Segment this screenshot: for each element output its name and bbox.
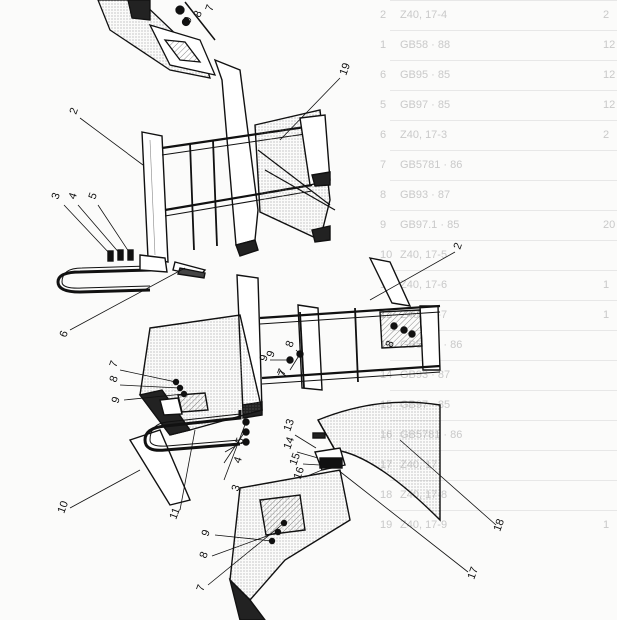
callout-number-13: 4 [232,455,245,465]
ghost-index: 1 [380,39,387,51]
ghost-index: 5 [380,99,387,111]
ghost-qty: 12 [603,69,616,81]
ghost-ref: GB97 · 85 [400,99,451,111]
callout-number-10: 10 [56,499,71,515]
callout-number-8: 8 [108,374,121,384]
callout-number-2: 4 [67,191,80,201]
lower-ladder-frame [128,257,441,506]
callout-number-17: 9 [258,353,271,363]
ghost-row: 6 GB95 · 85 12 [380,60,617,91]
callout-number-20: 15 [288,451,303,467]
upper-ladder-frame [56,58,336,294]
callout-layer [63,77,497,586]
callout-number-0: 2 [68,106,81,116]
callout-number-19: 14 [282,435,297,451]
callout-number-4: 6 [58,329,71,339]
curved-panel [312,401,441,522]
ghost-ref: Z40, 17-6 [400,279,448,291]
callout-number-14: 3 [230,483,243,493]
ghost-ref: Z40, 17-5 [400,249,448,261]
callout-number-3: 5 [87,191,100,201]
ghost-index: 18 [380,489,393,501]
ghost-index: 9 [380,219,387,231]
ghost-row: 1 GB58 · 88 12 [380,30,617,61]
callout-number-7: 7 [108,359,121,369]
ghost-index: 14 [380,369,393,381]
callout-number-30: 9 [265,349,278,359]
ghost-ref: GB97.1 · 85 [400,219,460,231]
callout-number-24: 9 [200,528,213,538]
ghost-ref: GB95 · 85 [400,69,451,81]
callout-number-5: 19 [338,61,353,77]
callout-number-22: 17 [466,565,481,581]
ghost-index: 6 [380,129,387,141]
ghost-qty: 12 [603,99,616,111]
callout-number-9: 9 [110,395,123,405]
callout-number-31: 7 [277,369,290,379]
ghost-row: 6 Z40, 17-3 2 [380,120,617,151]
callout-number-32: 8 [384,339,397,349]
ghost-ref: Z40, 17-3 [400,129,448,141]
ghost-ref: Z40, 17-4 [400,9,448,21]
ghost-row: 9 GB97.1 · 85 20 [380,210,617,241]
ghost-index: 7 [380,159,387,171]
ghost-index: 10 [380,249,393,261]
top-partial-assembly [97,0,217,79]
callout-number-21: 16 [292,465,307,481]
ghost-row: 7 GB5781 · 86 [380,150,617,181]
ghost-row: 8 GB93 · 87 [380,180,617,211]
ghost-row: 5 GB97 · 85 12 [380,90,617,121]
callout-number-28: 8 [192,9,205,19]
callout-number-18: 13 [282,417,297,433]
callout-number-15: 7 [276,367,289,377]
ghost-ref: GB5781 · 86 [400,159,463,171]
ghost-qty: 12 [603,39,616,51]
ghost-index: 6 [380,69,387,81]
ghost-index: 2 [380,9,387,21]
ghost-qty: 20 [603,219,616,231]
callout-number-16: 8 [284,339,297,349]
callout-number-1: 3 [50,191,63,201]
callout-number-6: 2 [452,241,465,251]
bottom-leg-piece [228,469,351,620]
callout-number-11: 11 [168,506,183,521]
ghost-index: 8 [380,189,387,201]
ghost-ref: GB58 · 88 [400,39,451,51]
ghost-qty: 1 [603,309,610,321]
callout-number-25: 8 [198,550,211,560]
ghost-row: 2 Z40, 17-4 2 [380,0,617,31]
callout-number-23: 18 [492,517,507,533]
ghost-ref: GB93 · 87 [400,189,451,201]
ghost-qty: 2 [603,9,610,21]
callout-number-27: 7 [204,3,217,13]
ghost-index: 19 [380,519,393,531]
callout-number-12: 5 [234,436,247,446]
ghost-qty: 1 [603,279,610,291]
ghost-row: 10 Z40, 17-5 [380,240,617,271]
ghost-qty: 1 [603,519,610,531]
ghost-qty: 2 [603,129,610,141]
callout-number-29: 9 [182,15,195,25]
callout-number-26: 7 [195,583,208,593]
